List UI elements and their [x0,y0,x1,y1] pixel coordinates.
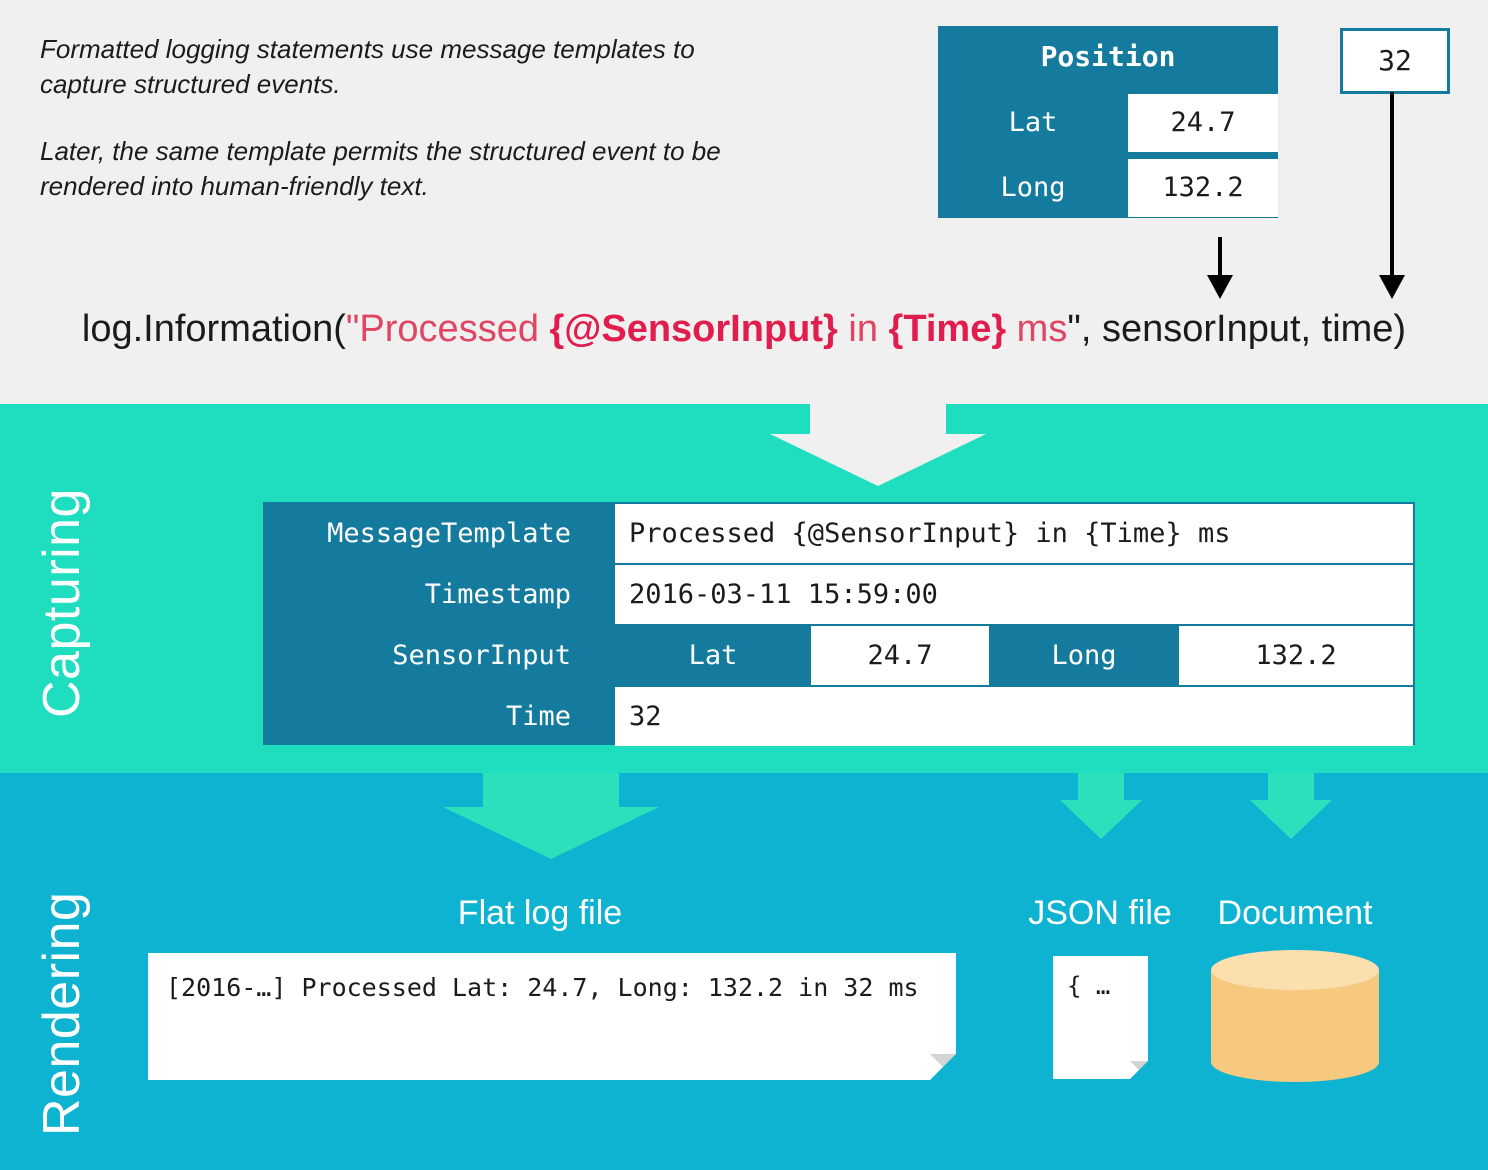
code-string-1: Processed [359,308,550,350]
flat-log-file-label: Flat log file [457,894,623,932]
arrow-capturing-to-document [1250,773,1332,839]
event-row-value: Processed {@SensorInput} in {Time} ms [615,504,1413,563]
arrow-intro-to-capturing [770,404,986,486]
intro-paragraph-1: Formatted logging statements use message… [40,34,695,99]
code-quote-open: " [345,308,360,350]
sensorinput-long-value: 132.2 [1179,626,1413,685]
json-file-content: { … [1067,972,1111,1000]
database-cylinder-icon [1211,950,1379,1082]
arrow-shaft [1390,92,1394,277]
table-row: SensorInput Lat 24.7 Long 132.2 [263,626,1415,685]
table-row: Timestamp 2016-03-11 15:59:00 [263,565,1415,624]
arrow-head-icon [1207,275,1233,299]
time-value-box: 32 [1340,28,1450,94]
position-table: Position Lat 24.7 Long 132.2 [938,26,1278,218]
position-row-key: Lat [1008,107,1058,138]
arrow-capturing-to-flat-log [443,773,659,859]
intro-paragraph-2: Later, the same template permits the str… [40,136,721,201]
flat-log-file-paper: [2016-…] Processed Lat: 24.7, Long: 132.… [148,953,956,1080]
position-row-value: 132.2 [1128,159,1278,217]
code-statement: log.Information("Processed {@SensorInput… [0,308,1488,351]
json-file-paper: { … [1053,956,1148,1079]
position-table-title: Position [1040,40,1176,73]
code-property-time: {Time} [888,308,1007,350]
sensorinput-lat-value: 24.7 [811,626,989,685]
code-quote-close: " [1067,308,1081,350]
table-row: Lat 24.7 [938,94,1278,152]
arrow-position-to-code [1206,237,1234,299]
event-row-key: Timestamp [424,579,571,610]
event-row-key: MessageTemplate [327,518,571,549]
code-string-3: ms [1006,308,1068,350]
position-row-value: 24.7 [1128,94,1278,152]
document-label: Document [1217,894,1373,932]
flat-log-file-content: [2016-…] Processed Lat: 24.7, Long: 132.… [166,973,919,1002]
code-suffix: , sensorInput, time) [1080,308,1407,350]
page-fold-icon [930,1054,956,1080]
json-file-label: JSON file [1028,894,1172,932]
code-property-sensorinput: {@SensorInput} [549,308,838,350]
event-row-value: 2016-03-11 15:59:00 [615,565,1413,624]
table-row: Time 32 [263,687,1415,746]
table-row: Long 132.2 [938,159,1278,217]
band-label-capturing: Capturing [33,488,91,718]
sensorinput-long-key: Long [1051,640,1117,671]
event-row-key: SensorInput [392,640,571,671]
arrow-capturing-to-json [1060,773,1142,839]
arrow-head-icon [1379,275,1405,299]
code-string-2: in [837,308,889,350]
arrow-time-to-code [1378,92,1406,299]
event-row-value: 32 [615,687,1413,746]
sensorinput-lat-key: Lat [688,640,738,671]
arrow-shaft [1218,237,1222,277]
band-label-rendering: Rendering [33,891,91,1136]
page-fold-icon [1130,1061,1148,1079]
position-row-key: Long [1000,172,1066,203]
code-prefix: log.Information( [81,308,346,350]
event-row-key: Time [505,701,571,732]
structured-event-table: MessageTemplate Processed {@SensorInput}… [263,502,1415,746]
table-row: MessageTemplate Processed {@SensorInput}… [263,504,1415,563]
